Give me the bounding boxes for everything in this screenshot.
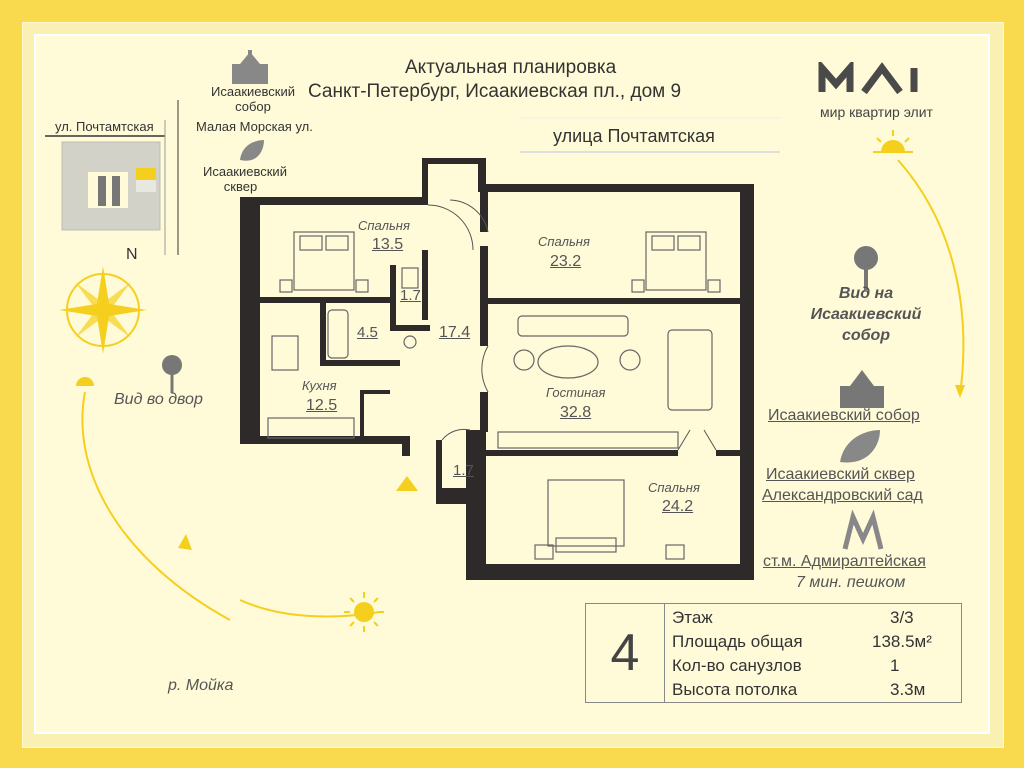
info-label: Площадь общая (672, 632, 803, 651)
entrance-marker-icon (396, 476, 418, 491)
info-value: 3/3 (890, 608, 914, 627)
nearby-metro[interactable]: ст.м. Адмиралтейская (763, 553, 926, 570)
room-area-bedroom-2: 23.2 (550, 253, 582, 270)
info-row-bathrooms: Кол-во санузлов 1 (672, 656, 957, 678)
sunrise-icon (873, 130, 913, 153)
location-map (45, 100, 179, 255)
room-name-living: Гостиная (546, 385, 606, 400)
room-area-bath: 4.5 (357, 324, 378, 341)
brand-name: мир квартир элит (820, 104, 933, 120)
title-line-1: Актуальная планировка (405, 57, 617, 78)
floor-plan (240, 158, 754, 580)
north-label: N (126, 246, 138, 263)
pin-icon-cathedral (854, 246, 878, 290)
room-area-wc: 1.7 (400, 287, 421, 304)
brand-logo-icon (818, 62, 950, 96)
room-area-bedroom-3: 24.2 (662, 498, 694, 515)
info-value: 138.5м² (872, 632, 932, 651)
compass-icon (59, 266, 147, 354)
map-street-top: ул. Почтамтская (55, 119, 154, 134)
sun-icon (344, 592, 384, 632)
nearby-garden[interactable]: Александровский сад (762, 487, 923, 504)
info-row-ceiling: Высота потолка 3.3м (672, 680, 957, 702)
room-area-vestibule: 1.7 (453, 462, 474, 479)
cathedral-icon (840, 370, 884, 408)
view-courtyard-label: Вид во двор (114, 391, 203, 408)
nearby-square[interactable]: Исаакиевский сквер (766, 466, 915, 483)
room-area-living: 32.8 (560, 404, 592, 421)
room-name-bedroom-3: Спальня (648, 480, 700, 495)
map-landmark-cathedral: Исаакиевский собор (211, 84, 295, 114)
walk-time: 7 мин. пешком (796, 574, 906, 591)
metro-icon (842, 509, 884, 550)
info-box: 4 Этаж 3/3 Площадь общая 138.5м² Кол-во … (585, 603, 962, 703)
info-label: Этаж (672, 608, 713, 627)
info-row-area: Площадь общая 138.5м² (672, 632, 957, 654)
leaf-small-icon (240, 140, 264, 161)
leaf-icon (840, 430, 880, 463)
room-count: 4 (586, 604, 665, 702)
room-area-kitchen: 12.5 (306, 397, 338, 414)
room-name-bedroom-1: Спальня (358, 218, 410, 233)
street-label: улица Почтамтская (553, 126, 715, 146)
info-value: 1 (890, 656, 900, 675)
river-label: р. Мойка (168, 677, 234, 694)
info-value: 3.3м (890, 680, 926, 699)
room-name-kitchen: Кухня (302, 378, 337, 393)
room-area-hall: 17.4 (439, 324, 471, 341)
info-label: Кол-во санузлов (672, 656, 802, 675)
sunset-icon (76, 377, 94, 386)
title-line-2: Санкт-Петербург, Исаакиевская пл., дом 9 (308, 81, 682, 102)
info-row-floor: Этаж 3/3 (672, 608, 957, 630)
pin-icon-courtyard (162, 355, 182, 393)
map-landmark-square: Исаакиевский сквер (203, 164, 287, 194)
info-label: Высота потолка (672, 680, 798, 699)
view-cathedral-label: Вид на Исаакиевский собор (810, 285, 922, 344)
room-name-bedroom-2: Спальня (538, 234, 590, 249)
room-area-bedroom-1: 13.5 (372, 236, 404, 253)
nearby-cathedral[interactable]: Исаакиевский собор (768, 407, 920, 424)
map-street-side: Малая Морская ул. (196, 119, 313, 134)
cathedral-small-icon (232, 50, 268, 84)
